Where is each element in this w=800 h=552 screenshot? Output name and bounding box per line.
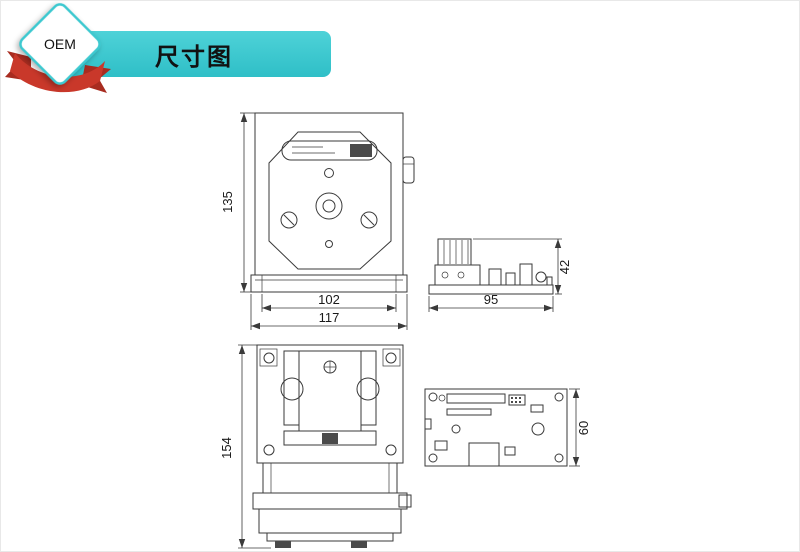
board-view-dimensions: 60 — [569, 388, 591, 467]
front-view-drawing — [250, 112, 415, 293]
dim-board-height: 60 — [576, 421, 591, 435]
page-title: 尺寸图 — [155, 43, 233, 71]
dim-side-height: 42 — [557, 260, 572, 274]
oem-badge: OEM — [5, 3, 111, 93]
ribbon-icon — [5, 51, 111, 93]
front-view-dimensions: 135 102 117 — [220, 112, 408, 330]
side-view-drawing — [428, 238, 554, 295]
oem-badge-label: OEM — [44, 36, 76, 52]
side-view-dimensions: 95 42 — [428, 238, 572, 312]
diamond-icon: OEM — [19, 3, 101, 85]
dim-front-width-outer: 117 — [319, 310, 340, 325]
dim-front-height: 135 — [220, 191, 235, 213]
back-view-dimensions: 154 — [219, 344, 271, 549]
back-view-drawing — [252, 344, 412, 548]
board-view-drawing — [424, 388, 568, 467]
dim-back-height: 154 — [219, 437, 234, 459]
dim-front-width-inner: 102 — [318, 292, 340, 307]
dim-side-width: 95 — [484, 292, 498, 307]
